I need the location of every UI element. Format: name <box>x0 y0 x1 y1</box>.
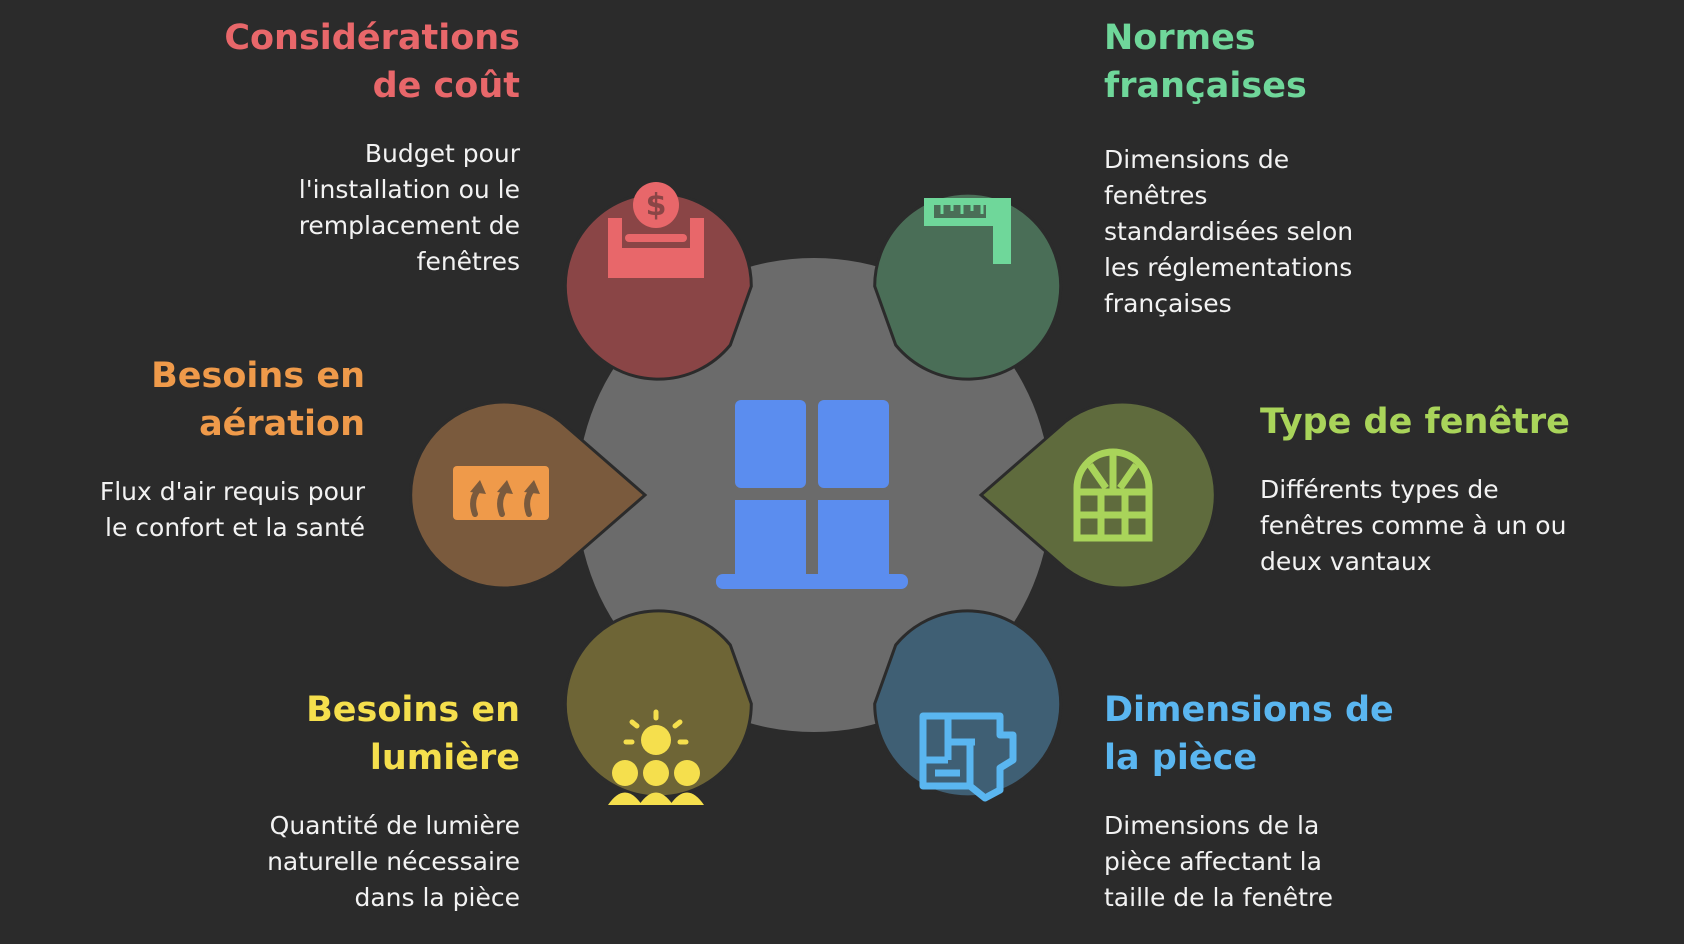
section-light: Besoins en lumière Quantité de lumière n… <box>180 686 520 916</box>
section-type-desc: Différents types de fenêtres comme à un … <box>1260 472 1670 580</box>
hub-circle <box>577 258 1051 732</box>
desc-line: taille de la fenêtre <box>1104 883 1334 912</box>
section-aeration-desc: Flux d'air requis pour le confort et la … <box>30 474 365 546</box>
section-norms: Normes françaises Dimensions de fenêtres… <box>1104 14 1484 322</box>
section-room: Dimensions de la pièce Dimensions de la … <box>1104 686 1484 916</box>
desc-line: l'installation ou le <box>298 175 520 204</box>
desc-line: deux vantaux <box>1260 547 1432 576</box>
section-norms-desc: Dimensions de fenêtres standardisées sel… <box>1104 142 1484 322</box>
airflow-icon <box>453 466 549 520</box>
title-line: lumière <box>369 738 520 778</box>
title-line: la pièce <box>1104 738 1258 778</box>
section-norms-title: Normes françaises <box>1104 14 1484 110</box>
desc-line: le confort et la santé <box>105 513 365 542</box>
section-room-desc: Dimensions de la pièce affectant la tail… <box>1104 808 1484 916</box>
norms-pin <box>873 191 1063 381</box>
title-line: Normes <box>1104 18 1256 58</box>
section-cost-title: Considérations de coût <box>180 14 520 110</box>
desc-line: françaises <box>1104 289 1232 318</box>
section-aeration-title: Besoins en aération <box>30 352 365 448</box>
ruler-square-icon <box>924 198 1011 264</box>
arched-window-icon <box>1073 448 1153 542</box>
desc-line: fenêtres <box>1104 181 1208 210</box>
desc-line: standardisées selon <box>1104 217 1354 246</box>
desc-line: Flux d'air requis pour <box>99 477 365 506</box>
title-line: Besoins en <box>151 356 365 396</box>
section-cost: Considérations de coût Budget pour l'ins… <box>180 14 520 280</box>
desc-line: naturelle nécessaire <box>267 847 520 876</box>
section-light-desc: Quantité de lumière naturelle nécessaire… <box>180 808 520 916</box>
title-line: de coût <box>372 66 520 106</box>
section-room-title: Dimensions de la pièce <box>1104 686 1484 782</box>
section-light-title: Besoins en lumière <box>180 686 520 782</box>
money-box-icon: $ <box>608 182 704 278</box>
svg-text:$: $ <box>646 188 667 223</box>
section-type-title: Type de fenêtre <box>1260 398 1670 446</box>
section-aeration: Besoins en aération Flux d'air requis po… <box>30 352 365 546</box>
title-line: françaises <box>1104 66 1307 106</box>
section-type: Type de fenêtre Différents types de fenê… <box>1260 398 1670 580</box>
desc-line: fenêtres comme à un ou <box>1260 511 1567 540</box>
desc-line: fenêtres <box>416 247 520 276</box>
window-icon <box>716 400 908 589</box>
desc-line: remplacement de <box>298 211 520 240</box>
desc-line: Différents types de <box>1260 475 1499 504</box>
title-line: Considérations <box>224 18 520 58</box>
desc-line: Dimensions de <box>1104 145 1290 174</box>
desc-line: les réglementations <box>1104 253 1353 282</box>
light-pin <box>563 609 753 799</box>
desc-line: Budget pour <box>364 139 520 168</box>
title-line: Dimensions de <box>1104 690 1394 730</box>
section-cost-desc: Budget pour l'installation ou le remplac… <box>180 136 520 280</box>
sun-people-icon <box>608 709 704 805</box>
desc-line: Dimensions de la <box>1104 811 1320 840</box>
title-line: aération <box>199 404 365 444</box>
title-line: Besoins en <box>306 690 520 730</box>
desc-line: Quantité de lumière <box>269 811 520 840</box>
floor-plan-icon <box>919 712 1017 802</box>
title-line: Type de fenêtre <box>1260 402 1570 442</box>
desc-line: pièce affectant la <box>1104 847 1322 876</box>
desc-line: dans la pièce <box>354 883 520 912</box>
